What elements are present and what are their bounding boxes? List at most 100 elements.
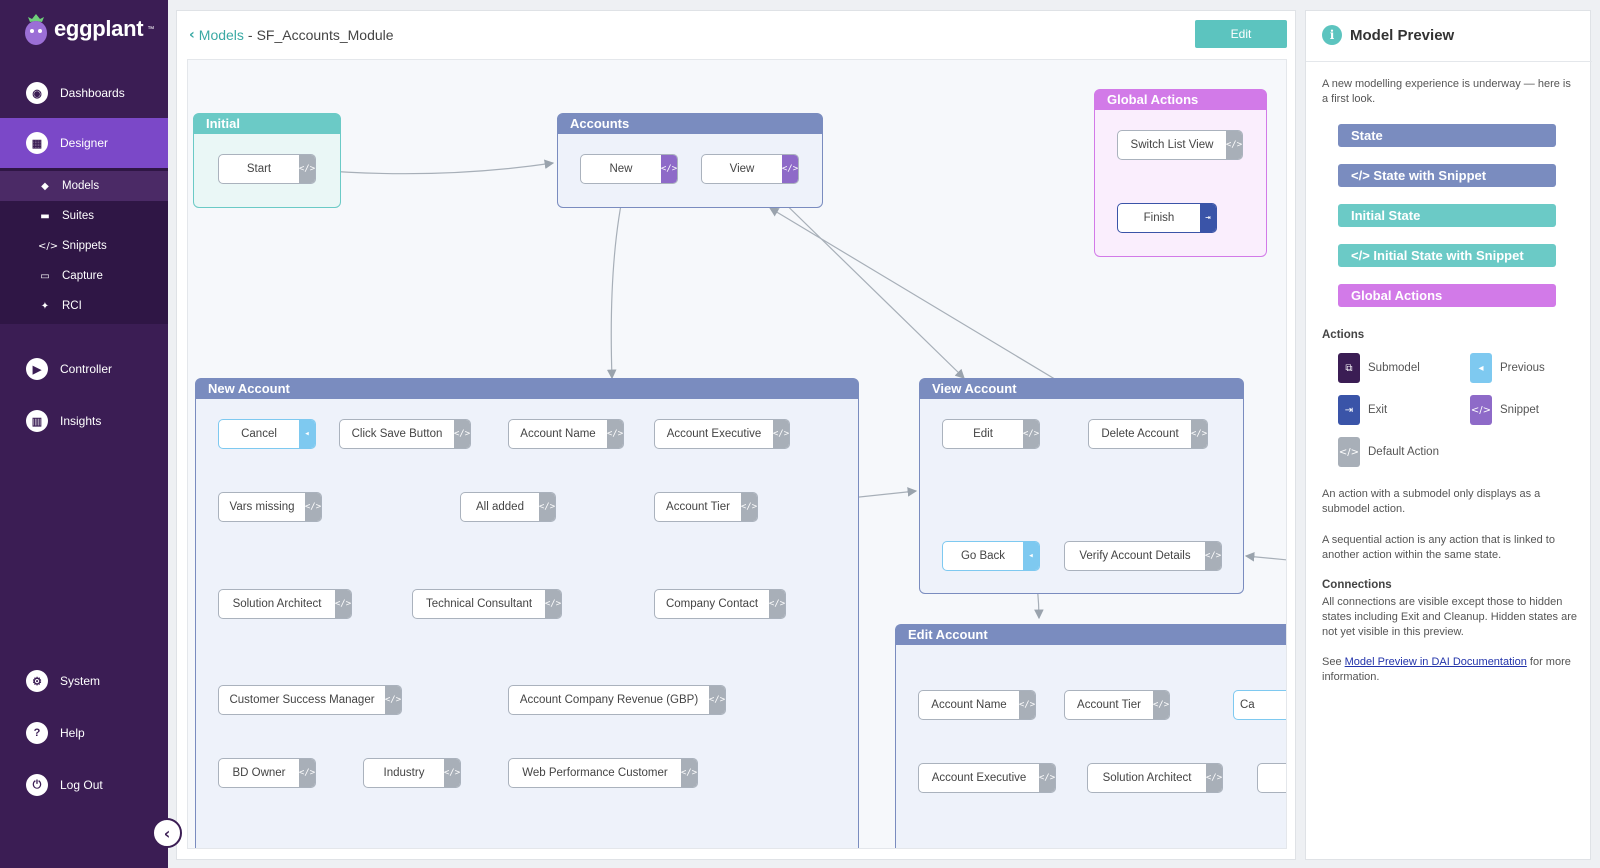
preview-doc-note: See Model Preview in DAI Documentation f… <box>1322 655 1578 685</box>
action-cancel[interactable]: Cancel ◂ <box>218 419 316 449</box>
state-new-account-header: New Account <box>196 379 858 399</box>
action-verify-label: Verify Account Details <box>1079 550 1191 562</box>
code-icon: </> <box>1206 764 1222 792</box>
nav-help[interactable]: ? Help <box>0 716 168 750</box>
state-global-actions[interactable]: Global Actions Switch List View </> Fini… <box>1094 89 1267 257</box>
code-icon: </> <box>1351 168 1374 183</box>
legend-previous-label: Previous <box>1500 362 1545 374</box>
legend-state-with-snippet-label: State with Snippet <box>1373 168 1487 183</box>
action-edit-account-name[interactable]: Account Name </> <box>918 690 1036 720</box>
model-canvas[interactable]: Initial Start </> Accounts New </> View … <box>187 59 1287 849</box>
action-edit-label: Edit <box>973 428 993 440</box>
code-icon: </> <box>709 686 725 714</box>
action-finish[interactable]: Finish ⇥ <box>1117 203 1217 233</box>
help-icon: ? <box>26 722 48 744</box>
action-account-name[interactable]: Account Name </> <box>508 419 624 449</box>
action-view-label: View <box>729 163 755 175</box>
action-edit-partial[interactable]: Ca <box>1233 690 1286 720</box>
code-icon: </> <box>1039 764 1055 792</box>
state-new-account[interactable]: New Account Cancel ◂ Click Save Button <… <box>195 378 859 848</box>
legend-submodel: ⧉ Submodel <box>1338 353 1420 383</box>
legend-snippet: </> Snippet <box>1470 395 1539 425</box>
action-edit-solution-architect[interactable]: Solution Architect </> <box>1087 763 1223 793</box>
eggplant-logo[interactable]: eggplant ™ <box>22 12 154 46</box>
code-icon: </> <box>1205 542 1221 570</box>
nav-system[interactable]: ⚙ System <box>0 664 168 698</box>
state-view-account-header: View Account <box>920 379 1243 399</box>
subnav-models[interactable]: ◆ Models <box>0 171 168 201</box>
action-edit-account-executive[interactable]: Account Executive </> <box>918 763 1056 793</box>
action-company-contact[interactable]: Company Contact </> <box>654 589 786 619</box>
action-account-tier[interactable]: Account Tier </> <box>654 492 758 522</box>
code-icon: </> <box>769 590 785 618</box>
action-verify-account-details[interactable]: Verify Account Details </> <box>1064 541 1222 571</box>
state-accounts[interactable]: Accounts New </> View </> <box>557 113 823 208</box>
collapse-sidebar-button[interactable]: ‹ <box>152 818 182 848</box>
action-web-performance-customer[interactable]: Web Performance Customer </> <box>508 758 698 788</box>
action-switch-list-view[interactable]: Switch List View </> <box>1117 130 1243 160</box>
state-edit-account[interactable]: Edit Account Account Name </> Account Ti… <box>895 624 1286 848</box>
subnav-rci[interactable]: ✦ RCI <box>0 291 168 321</box>
models-icon: ◆ <box>41 180 49 192</box>
action-account-company-revenue[interactable]: Account Company Revenue (GBP) </> <box>508 685 726 715</box>
connection-new-newaccount <box>606 184 626 380</box>
subnav-snippets-label: Snippets <box>62 240 107 252</box>
nav-dashboards-label: Dashboards <box>60 86 125 100</box>
breadcrumb-models-link[interactable]: Models <box>198 27 244 43</box>
action-account-executive[interactable]: Account Executive </> <box>654 419 790 449</box>
action-bd-owner-label: BD Owner <box>232 767 286 779</box>
nav-dashboards[interactable]: ◉ Dashboards <box>0 76 168 110</box>
code-icon: </> <box>607 420 623 448</box>
breadcrumb-separator: - <box>247 27 253 43</box>
chevron-left-icon[interactable]: ‹ <box>189 27 195 43</box>
documentation-link[interactable]: Model Preview in DAI Documentation <box>1344 656 1527 668</box>
subnav-capture[interactable]: ▭ Capture <box>0 261 168 291</box>
exit-icon: ⇥ <box>1338 395 1360 425</box>
action-bd-owner[interactable]: BD Owner </> <box>218 758 316 788</box>
action-csm-label: Customer Success Manager <box>229 694 375 706</box>
legend-initial-state-snippet-label: Initial State with Snippet <box>1373 248 1524 263</box>
action-edit-account-tier[interactable]: Account Tier </> <box>1064 690 1170 720</box>
code-icon: </> <box>305 493 321 521</box>
subnav-snippets[interactable]: </> Snippets <box>0 231 168 261</box>
model-preview-title: i Model Preview <box>1322 25 1454 45</box>
action-start[interactable]: Start </> <box>218 154 316 184</box>
see-text: See <box>1322 656 1345 668</box>
subnav-models-label: Models <box>62 180 100 192</box>
subnav-rci-label: RCI <box>62 300 82 312</box>
brand-name: eggplant <box>54 16 144 41</box>
action-industry[interactable]: Industry </> <box>363 758 461 788</box>
preview-intro: A new modelling experience is underway —… <box>1322 78 1571 105</box>
designer-icon: ▦ <box>26 132 48 154</box>
nav-logout[interactable]: ⏻ Log Out <box>0 768 168 802</box>
action-solution-architect[interactable]: Solution Architect </> <box>218 589 352 619</box>
action-view[interactable]: View </> <box>701 154 799 184</box>
action-delete-account[interactable]: Delete Account </> <box>1088 419 1208 449</box>
action-vars-missing[interactable]: Vars missing </> <box>218 492 322 522</box>
action-customer-success-manager[interactable]: Customer Success Manager </> <box>218 685 402 715</box>
nav-designer[interactable]: ▦ Designer <box>0 118 168 168</box>
action-go-back[interactable]: Go Back ◂ <box>942 541 1040 571</box>
action-technical-consultant[interactable]: Technical Consultant </> <box>412 589 562 619</box>
model-workspace: ‹ Models - SF_Accounts_Module Edit Init <box>176 10 1296 860</box>
action-delete-label: Delete Account <box>1101 428 1179 440</box>
state-view-account[interactable]: View Account Edit </> Delete Account </>… <box>919 378 1244 594</box>
edit-model-button[interactable]: Edit <box>1195 20 1287 48</box>
code-icon: </> <box>741 493 757 521</box>
nav-insights[interactable]: ▥ Insights <box>0 404 168 438</box>
action-click-save-button[interactable]: Click Save Button </> <box>339 419 471 449</box>
breadcrumb-model-name: SF_Accounts_Module <box>256 27 394 43</box>
action-new[interactable]: New </> <box>580 154 678 184</box>
state-global-header: Global Actions <box>1095 90 1266 110</box>
divider <box>1306 61 1592 62</box>
action-edit[interactable]: Edit </> <box>942 419 1040 449</box>
subnav-suites[interactable]: ▬ Suites <box>0 201 168 231</box>
nav-controller[interactable]: ▶ Controller <box>0 352 168 386</box>
walking-person-icon: ✦ <box>40 300 50 312</box>
state-edit-account-header: Edit Account <box>896 625 1286 645</box>
action-all-added[interactable]: All added </> <box>460 492 556 522</box>
action-edit-partial-2[interactable] <box>1257 763 1286 793</box>
snippet-icon: </> <box>1470 395 1492 425</box>
action-technical-consultant-label: Technical Consultant <box>425 598 533 610</box>
state-initial[interactable]: Initial Start </> <box>193 113 341 208</box>
